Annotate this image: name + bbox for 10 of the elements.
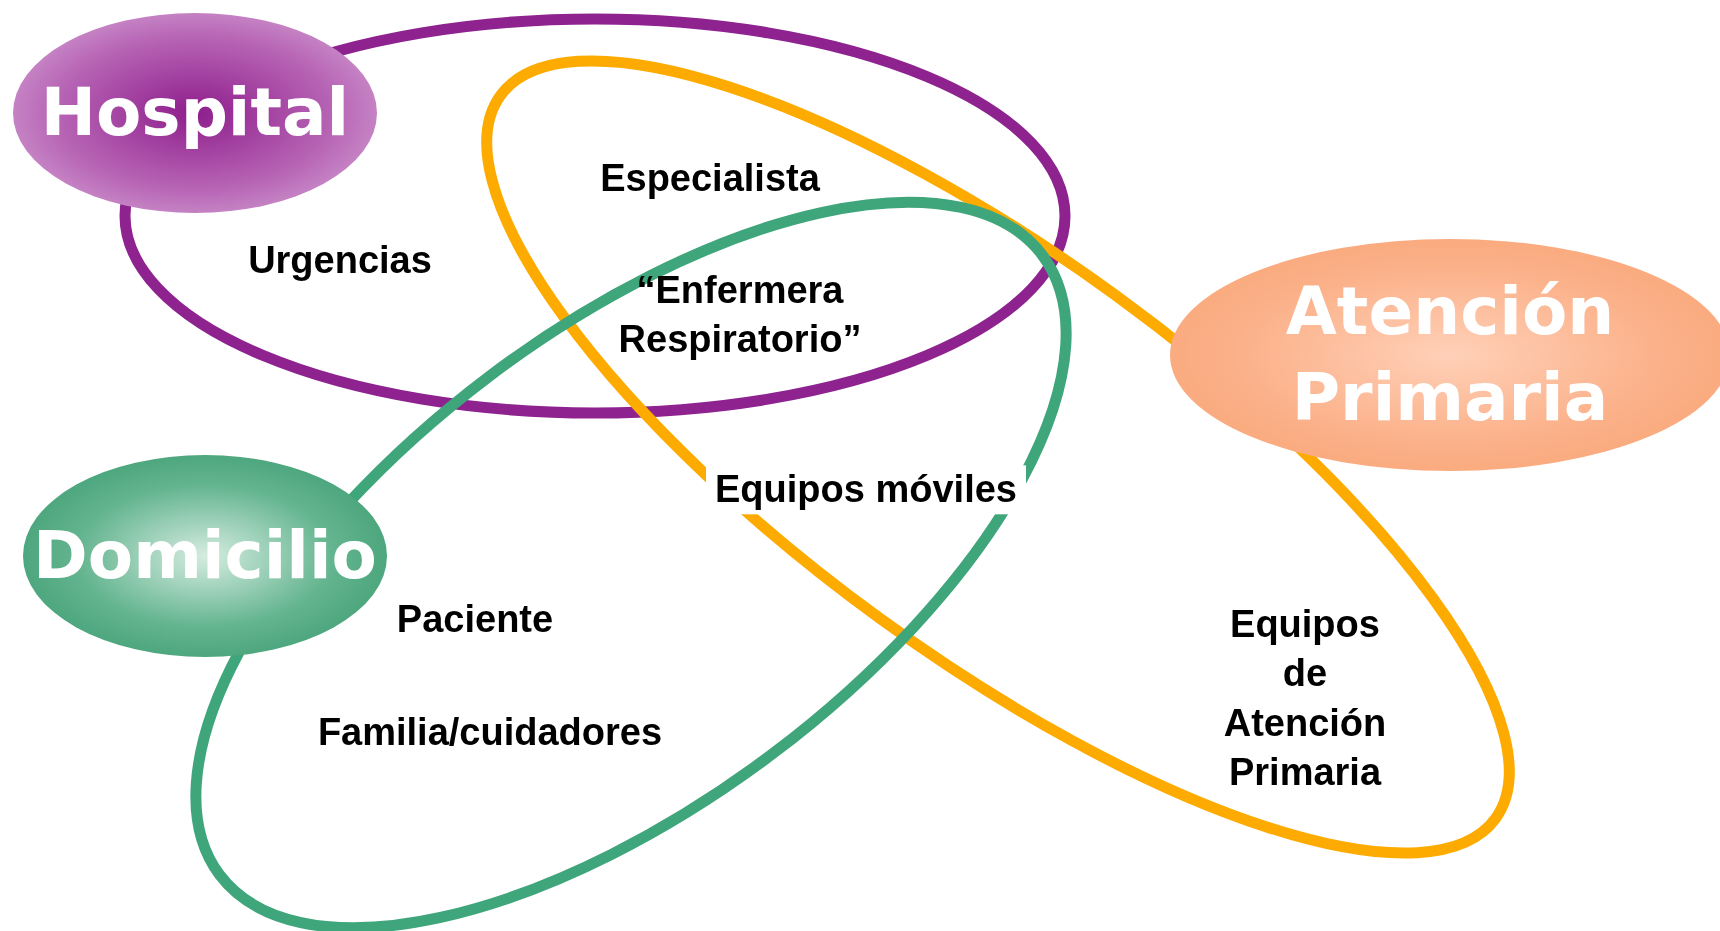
region-label: Equipos móviles [706,465,1026,515]
region-label: “Enfermera Respiratorio” [617,267,863,362]
node-title: Atención Primaria [1284,272,1616,438]
region-label: Urgencias [247,238,433,284]
region-label: Familia/cuidadores [316,710,664,756]
region-label: Especialista [599,156,821,202]
region-label: Paciente [395,597,555,643]
node-title: Hospital [39,73,351,154]
region-label: Equipos de Atención Primaria [1222,602,1388,796]
node-title: Domicilio [32,516,378,597]
